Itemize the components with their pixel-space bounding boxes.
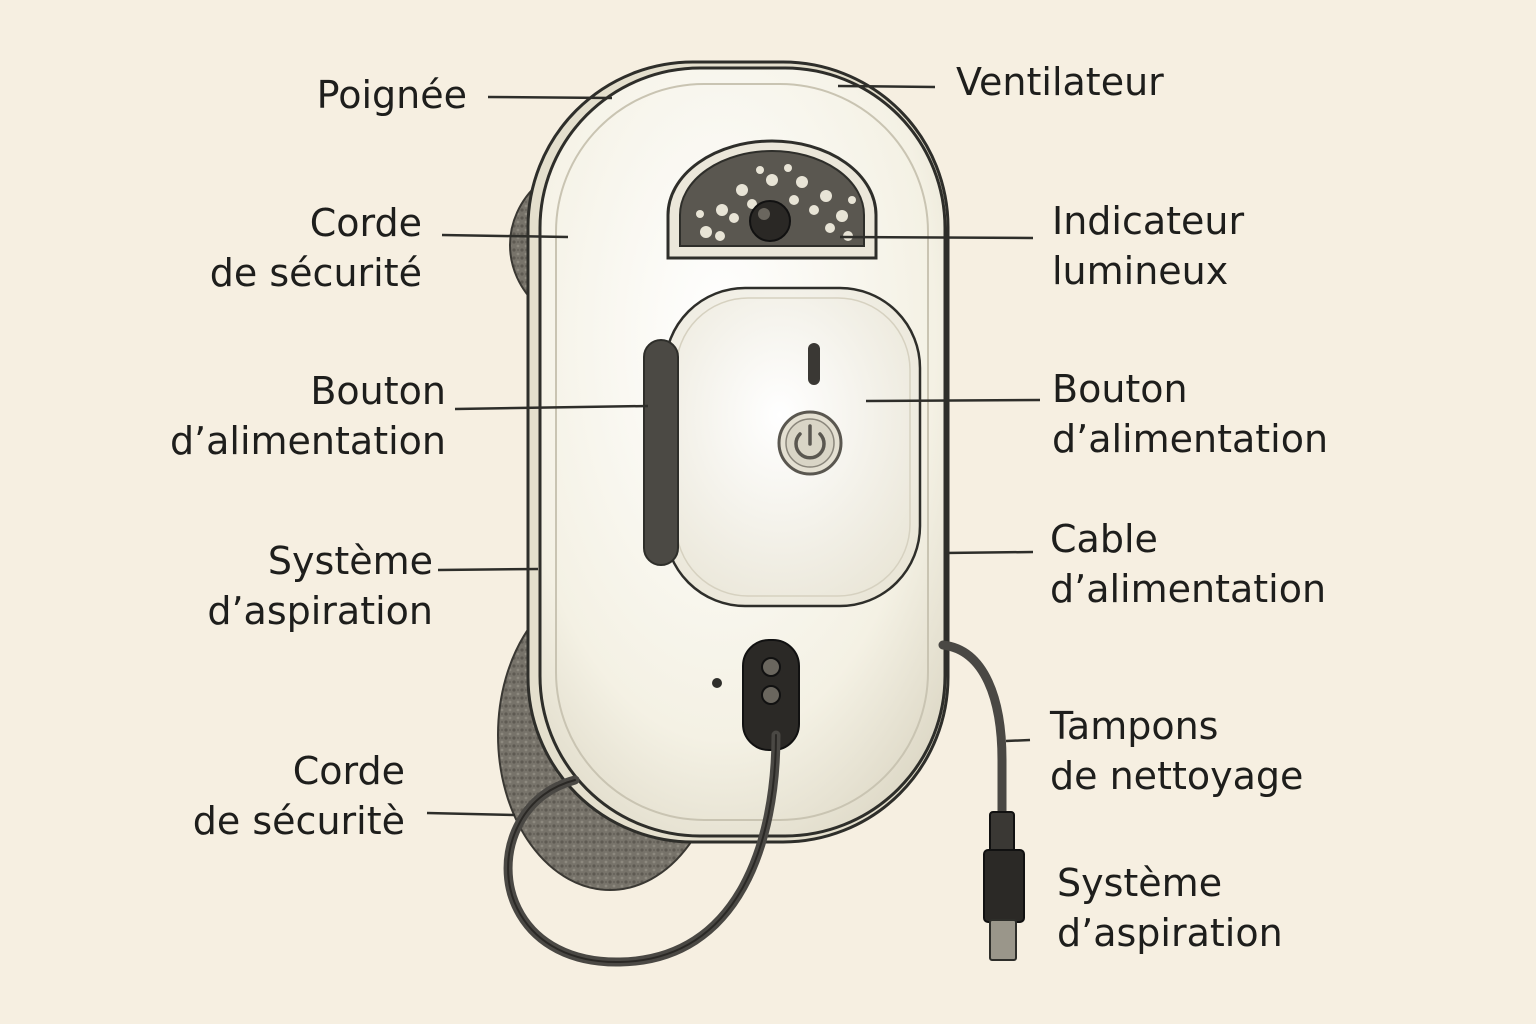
leader-bouton-left — [454, 404, 649, 411]
label-line-2: lumineux — [1052, 249, 1229, 293]
label-line-2: d’aspiration — [207, 589, 433, 633]
label-line-2: d’alimentation — [1050, 567, 1327, 611]
label-line-1: Cable — [1050, 517, 1158, 561]
status-led — [808, 343, 820, 385]
label-line-2: de nettoyage — [1050, 754, 1304, 798]
label-line-1: Bouton — [310, 369, 446, 413]
label-indicateur-lumineux: Indicateur lumineux — [1052, 196, 1244, 296]
leader-ventilateur — [837, 84, 936, 89]
side-grip — [643, 339, 679, 566]
label-corde-securite-top: Corde de sécurité — [210, 198, 422, 298]
cable-connector — [742, 639, 800, 751]
label-systeme-aspiration-right: Système d’aspiration — [1057, 858, 1283, 958]
power-plug — [983, 811, 1025, 961]
fan-vent — [666, 139, 878, 260]
label-poignee: Poignée — [317, 70, 467, 120]
label-bouton-alimentation-left: Bouton d’alimentation — [170, 366, 446, 466]
label-systeme-aspiration-left: Système d’aspiration — [207, 536, 433, 636]
label-line-1: Corde — [292, 749, 405, 793]
leader-systeme-left — [437, 567, 539, 572]
label-line-2: d’alimentation — [1052, 417, 1329, 461]
label-line-1: Système — [1057, 861, 1223, 905]
leader-cable — [943, 550, 1034, 555]
label-ventilateur-text: Ventilateur — [956, 60, 1164, 104]
leader-indicateur — [839, 235, 1034, 240]
label-line-1: Corde — [309, 201, 422, 245]
label-poignee-text: Poignée — [316, 73, 467, 117]
leader-tampons — [1005, 738, 1031, 743]
indicator-light — [749, 200, 791, 242]
power-cable — [938, 640, 1007, 820]
leader-bouton-right — [865, 398, 1041, 403]
label-line-2: de sécuritè — [192, 799, 405, 843]
label-line-2: d’aspiration — [1057, 911, 1283, 955]
label-corde-securite-bottom: Corde de sécuritè — [193, 746, 405, 846]
label-ventilateur: Ventilateur — [956, 57, 1164, 107]
label-cable-alimentation: Cable d’alimentation — [1050, 514, 1326, 614]
power-button[interactable] — [777, 410, 843, 476]
label-tampons-nettoyage: Tampons de nettoyage — [1050, 701, 1303, 801]
label-line-1: Indicateur — [1052, 199, 1245, 243]
label-line-2: d’alimentation — [169, 419, 446, 463]
label-line-2: de sécurité — [209, 251, 422, 295]
leader-corde-2 — [426, 811, 516, 817]
label-line-1: Système — [267, 539, 433, 583]
label-line-1: Bouton — [1052, 367, 1188, 411]
reset-hole — [712, 678, 722, 688]
leader-lines — [426, 84, 1041, 817]
label-bouton-alimentation-right: Bouton d’alimentation — [1052, 364, 1328, 464]
leader-corde-1 — [441, 233, 569, 239]
label-line-1: Tampons — [1050, 704, 1219, 748]
leader-poignee — [487, 95, 613, 100]
